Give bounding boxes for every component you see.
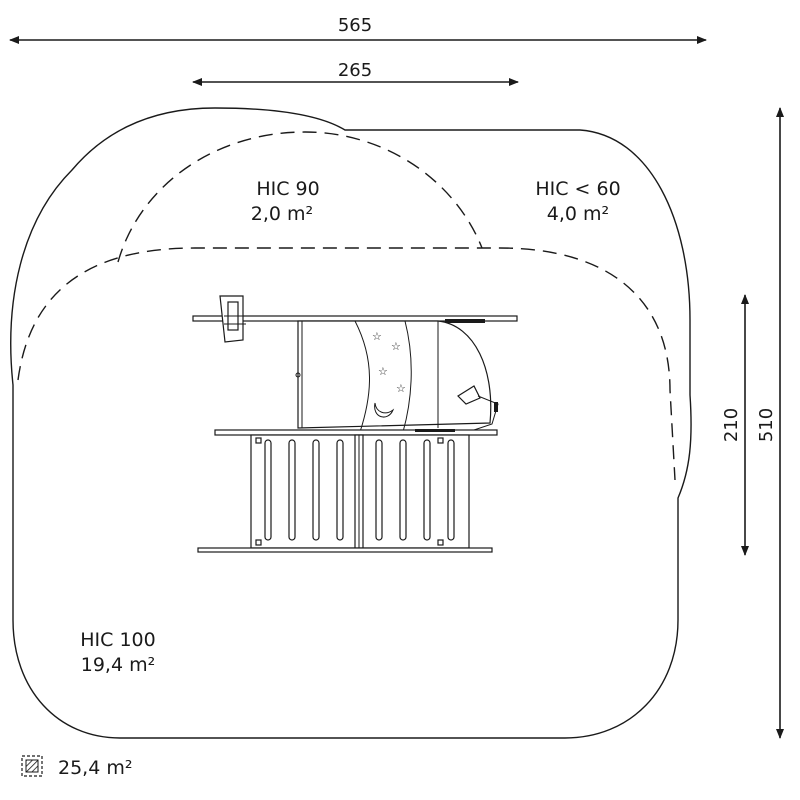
hic60-label: HIC < 60 bbox=[535, 178, 620, 200]
hic100-label: HIC 100 bbox=[80, 629, 155, 651]
inner-height-label: 210 bbox=[721, 408, 742, 442]
play-equipment: ☆ ☆ ☆ ☆ bbox=[192, 295, 518, 553]
total-width-label: 565 bbox=[338, 15, 372, 36]
star-icon: ☆ bbox=[396, 382, 406, 395]
total-area-label: 25,4 m² bbox=[58, 757, 132, 779]
hic90-label: HIC 90 bbox=[256, 178, 319, 200]
hic100-zone-boundary bbox=[17, 247, 676, 481]
inner-width-label: 265 bbox=[338, 60, 372, 81]
safety-zone-outline bbox=[10, 107, 692, 739]
star-icon: ☆ bbox=[391, 340, 401, 353]
total-height-label: 510 bbox=[756, 408, 777, 442]
hic90-area: 2,0 m² bbox=[251, 203, 313, 225]
hic90-zone-boundary bbox=[117, 131, 483, 263]
legend: 25,4 m² bbox=[21, 755, 132, 779]
star-icon: ☆ bbox=[372, 330, 382, 343]
hatched-area-icon bbox=[21, 755, 43, 777]
hic60-area: 4,0 m² bbox=[547, 203, 609, 225]
moon-icon bbox=[374, 402, 395, 418]
star-icon: ☆ bbox=[378, 365, 388, 378]
hic100-area: 19,4 m² bbox=[81, 654, 155, 676]
